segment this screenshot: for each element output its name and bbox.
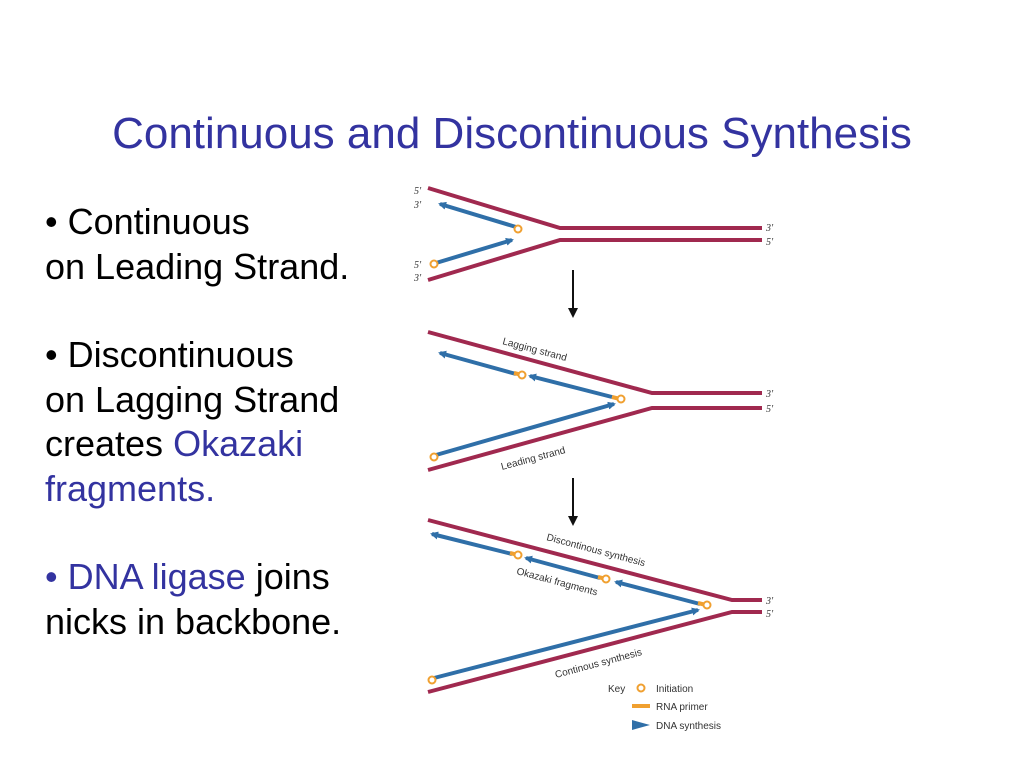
end-label: 5' [414, 260, 422, 271]
end-label: 5' [414, 186, 422, 197]
initiation-icon [601, 574, 611, 584]
synthesis-arrow [438, 201, 517, 229]
bullet-continuous-line2: on Leading Strand. [45, 245, 350, 287]
end-label: 3' [413, 273, 422, 284]
strand-top [427, 330, 762, 395]
continuous-synthesis-label: Continous synthesis [554, 647, 643, 681]
slide-title: Continuous and Discontinuous Synthesis [112, 109, 912, 158]
synthesis-arrow [435, 401, 616, 457]
strand-bottom [427, 238, 762, 282]
panel-initiation: 5' 3' 5' 3' 3' 5' [413, 186, 774, 284]
bullet-continuous: • Continuous [45, 200, 435, 245]
synthesis-arrow [430, 531, 513, 556]
strand-bottom [427, 610, 762, 694]
initiation-icon [636, 683, 646, 693]
initiation-icon [616, 394, 626, 404]
end-label: 5' [766, 609, 774, 620]
key-title: Key [608, 684, 625, 695]
dna-ligase-term: • DNA ligase [45, 556, 246, 597]
key-initiation-label: Initiation [656, 684, 693, 695]
creates-text: creates [45, 423, 174, 464]
initiation-icon [429, 259, 439, 269]
initiation-icon [702, 600, 712, 610]
legend-key: Key Initiation RNA primer DNA synthesis [608, 683, 721, 732]
initiation-icon [517, 370, 527, 380]
okazaki-term: Okazaki [173, 423, 304, 464]
panel-elongation: Lagging strand Leading strand 3' 5' [427, 330, 774, 473]
bullet-discontinuous-line3: creates Okazaki [45, 422, 435, 467]
end-label: 3' [765, 596, 774, 607]
synthesis-arrow [528, 373, 613, 399]
panel-okazaki: Discontinous synthesis Okazaki fragments… [427, 518, 774, 694]
strand-top [427, 518, 762, 602]
fragments-term: fragments. [45, 467, 216, 509]
synthesis-arrow [524, 555, 601, 580]
end-label: 5' [766, 404, 774, 415]
key-rna-primer-label: RNA primer [656, 702, 708, 713]
strand-top [427, 186, 762, 230]
bullet-discontinuous-line2: on Lagging Strand [45, 378, 340, 420]
initiation-icon [513, 224, 523, 234]
key-dna-synthesis-label: DNA synthesis [656, 721, 721, 732]
initiation-icon [513, 550, 523, 560]
bullet-discontinuous: • Discontinuous [45, 334, 294, 375]
end-label: 5' [766, 237, 774, 248]
bullet-list: • Continuous on Leading Strand. • Discon… [45, 200, 435, 644]
synthesis-arrow [435, 237, 514, 265]
dna-synthesis-icon [632, 720, 650, 730]
end-label: 3' [765, 389, 774, 400]
synthesis-arrow [438, 350, 517, 376]
bullet-continuous-text: • Continuous [45, 201, 250, 242]
joins-text: joins [245, 556, 330, 597]
end-label: 3' [413, 200, 422, 211]
end-label: 3' [765, 223, 774, 234]
bullet-ligase: • DNA ligase joins [45, 555, 435, 600]
okazaki-fragments-label: Okazaki fragments [515, 566, 598, 598]
initiation-icon [427, 675, 437, 685]
synthesis-arrow [614, 579, 701, 606]
bullet-ligase-line2: nicks in backbone. [45, 600, 342, 642]
initiation-icon [429, 452, 439, 462]
strand-bottom [427, 406, 762, 472]
synthesis-arrow [433, 607, 700, 680]
